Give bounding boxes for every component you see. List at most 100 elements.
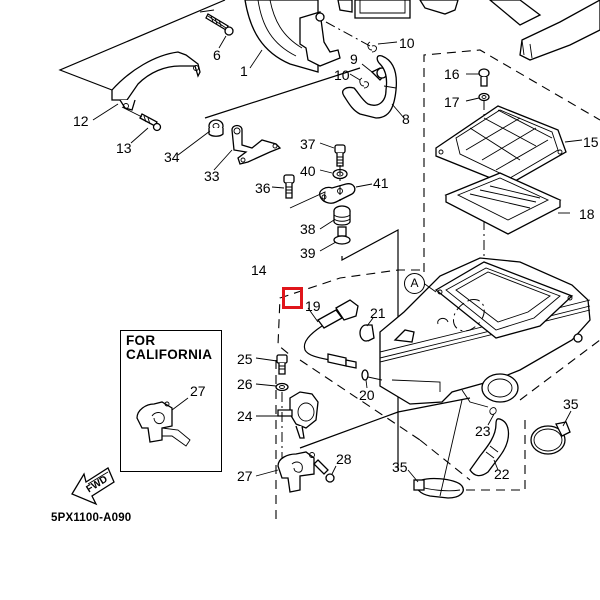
callout-27[interactable]: 27 (237, 468, 253, 484)
dashed-outline (519, 339, 600, 401)
part-1-frame (244, 0, 600, 73)
leader-13 (130, 127, 149, 144)
leader-line (121, 106, 143, 118)
leader-37 (319, 142, 335, 149)
callout-1[interactable]: 1 (240, 63, 248, 79)
part-20-clip (361, 369, 369, 381)
part-28-screw (313, 459, 335, 483)
leader-28 (331, 465, 337, 475)
part-24-sensor (277, 391, 319, 439)
leader-15 (564, 139, 583, 143)
reference-marker-a: A (404, 273, 425, 294)
part-25-bolt (276, 354, 288, 375)
callout-16[interactable]: 16 (444, 66, 460, 82)
part-39-collar (333, 226, 351, 245)
leader-26 (255, 383, 277, 387)
part-22-hose (469, 418, 510, 477)
part-34-grommet (208, 119, 224, 137)
leader-line (461, 389, 489, 408)
callout-39[interactable]: 39 (300, 245, 316, 261)
callout-21[interactable]: 21 (370, 305, 386, 321)
callout-6[interactable]: 6 (213, 47, 221, 63)
callout-19[interactable]: 19 (305, 298, 321, 314)
callout-28[interactable]: 28 (336, 451, 352, 467)
part-36-bolt (283, 174, 295, 199)
callout-41[interactable]: 41 (373, 175, 389, 191)
leader-line (439, 399, 463, 497)
dashed-outline (299, 359, 421, 441)
bracket-line (299, 397, 471, 449)
dashed-outline (277, 269, 420, 356)
leader-line (199, 9, 215, 13)
bracket-line (204, 67, 361, 119)
axis-line (325, 21, 371, 47)
dashed-outline (465, 420, 526, 491)
part-15-cover (435, 105, 567, 186)
leader-line (367, 376, 383, 381)
callout-25[interactable]: 25 (237, 351, 253, 367)
callout-40[interactable]: 40 (300, 163, 316, 179)
california-note-box: FOR CALIFORNIA (120, 330, 222, 472)
leader-25 (255, 357, 278, 362)
callout-24[interactable]: 24 (237, 408, 253, 424)
callout-35-lower[interactable]: 35 (392, 459, 408, 475)
part-16-bolt (478, 68, 490, 87)
part-33-bracket (231, 124, 282, 165)
callout-9[interactable]: 9 (350, 51, 358, 67)
leader-23 (487, 413, 495, 426)
fwd-arrow-icon (71, 467, 115, 506)
leader-8 (391, 103, 405, 119)
leader-21 (366, 317, 374, 327)
callout-26[interactable]: 26 (237, 376, 253, 392)
note-label: FOR CALIFORNIA (126, 334, 212, 362)
highlight-box-part-14[interactable] (282, 287, 303, 309)
leader-33 (213, 149, 233, 171)
callout-36[interactable]: 36 (255, 180, 271, 196)
part-13-screw (139, 113, 162, 132)
callout-15[interactable]: 15 (583, 134, 599, 150)
dashed-outline (419, 439, 471, 481)
callout-23[interactable]: 23 (475, 423, 491, 439)
leader-36 (271, 186, 285, 189)
callout-8[interactable]: 8 (402, 111, 410, 127)
callout-22[interactable]: 22 (494, 466, 510, 482)
leader-34 (177, 130, 211, 156)
callout-18[interactable]: 18 (579, 206, 595, 222)
callout-33[interactable]: 33 (204, 168, 220, 184)
dashed-outline (423, 49, 600, 272)
leader-22 (493, 459, 499, 471)
part-41-plate (319, 183, 356, 204)
callout-27-california[interactable]: 27 (190, 383, 206, 399)
callout-13[interactable]: 13 (116, 140, 132, 156)
part-38-grommet (333, 205, 351, 226)
callout-34[interactable]: 34 (164, 149, 180, 165)
leader-1 (249, 49, 263, 69)
part-21-grommet (359, 324, 375, 342)
callout-10-lower[interactable]: 10 (334, 67, 350, 83)
callout-20[interactable]: 20 (359, 387, 375, 403)
leader-38 (319, 219, 335, 230)
callout-10-upper[interactable]: 10 (399, 35, 415, 51)
callout-17[interactable]: 17 (444, 94, 460, 110)
bracket-line (289, 191, 326, 209)
leader-35a (407, 469, 419, 483)
leader-20 (365, 379, 368, 389)
leader-6 (218, 35, 227, 49)
note-line-1: FOR (126, 333, 156, 348)
part-27-california (136, 401, 191, 447)
leader-27a (171, 397, 189, 411)
callout-14[interactable]: 14 (251, 262, 267, 278)
callout-12[interactable]: 12 (73, 113, 89, 129)
leader-40 (319, 169, 333, 174)
part-10-clip-lower (359, 77, 369, 89)
callout-38[interactable]: 38 (300, 221, 316, 237)
callout-37[interactable]: 37 (300, 136, 316, 152)
leader-35b (562, 410, 572, 427)
part-35-clamp-right (530, 421, 571, 455)
leader-10b (349, 73, 361, 81)
part-19-sensor (303, 299, 359, 369)
callout-35-right[interactable]: 35 (563, 396, 579, 412)
air-filter-case (379, 257, 591, 405)
